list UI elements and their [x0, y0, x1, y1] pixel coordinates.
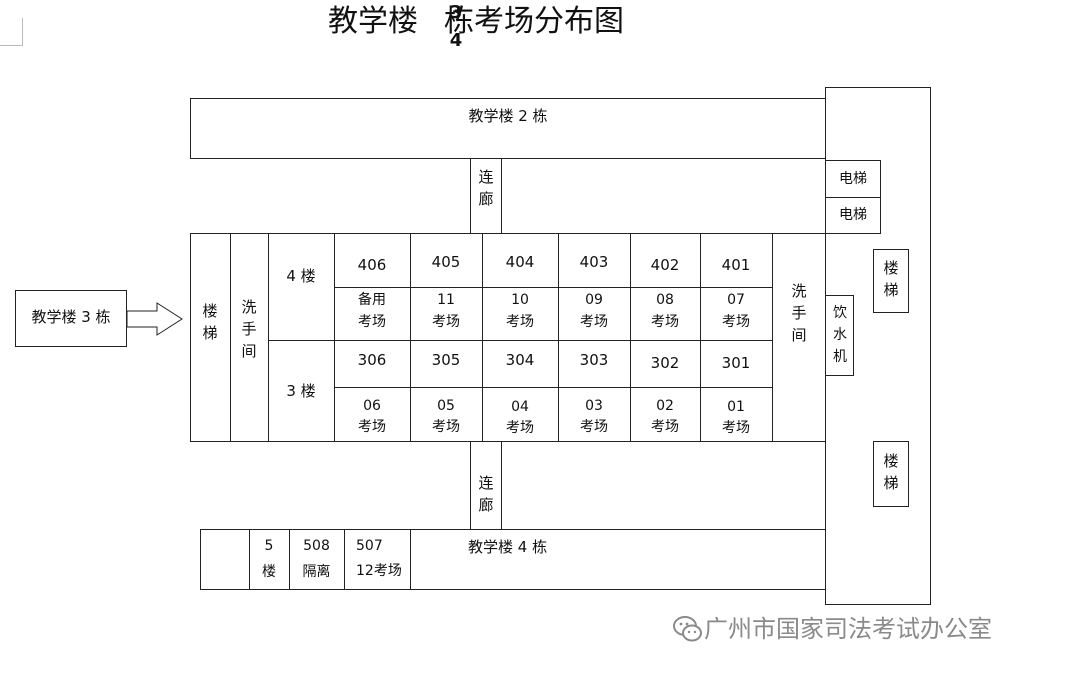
stairs-right-top	[873, 249, 909, 313]
building-2	[190, 98, 826, 159]
stairs-right-bottom-label: 楼梯	[883, 452, 899, 492]
exam-room-line2: 考场	[432, 314, 460, 330]
stairs-right-top-label: 楼梯	[883, 259, 899, 299]
room-number: 405	[431, 253, 461, 271]
title-fraction-numerator: 3	[449, 2, 463, 23]
divider	[334, 387, 772, 388]
stairs-left-label: 楼梯	[202, 302, 218, 342]
divider	[630, 233, 631, 442]
room-number: 508	[303, 538, 330, 554]
corridor-top	[470, 158, 502, 234]
room-number: 305	[431, 351, 461, 369]
room-number: 404	[505, 253, 535, 271]
washroom-right-label: 洗手间	[791, 282, 807, 344]
exam-room-line2: 考场	[580, 419, 608, 435]
divider	[700, 233, 701, 442]
exam-room-line1: 11	[437, 292, 455, 308]
page-corner-mark	[22, 18, 23, 46]
room-number: 507	[356, 538, 383, 554]
elevator-label-1: 电梯	[839, 171, 867, 187]
exam-room-line1: 03	[585, 398, 603, 414]
wechat-logo-icon	[673, 616, 702, 642]
exam-room-line1: 06	[363, 398, 381, 414]
exam-room-line2: 考场	[580, 314, 608, 330]
divider	[344, 529, 345, 590]
elevator-box-2	[825, 197, 881, 234]
divider	[410, 529, 411, 590]
title-prefix: 教学楼	[328, 4, 418, 39]
exam-room-label: 12考场	[356, 563, 402, 579]
isolation-room-label: 隔离	[302, 564, 331, 580]
room-number: 306	[357, 351, 387, 369]
corridor-top-label: 连廊	[478, 168, 494, 208]
page-corner-mark	[0, 45, 22, 46]
divider	[289, 529, 290, 590]
exam-room-line1: 09	[585, 292, 603, 308]
exam-room-line1: 10	[511, 292, 529, 308]
divider	[334, 287, 772, 288]
exam-room-line2: 考场	[358, 419, 386, 435]
stairs-right-bottom	[873, 441, 909, 507]
exam-room-line1: 08	[656, 292, 674, 308]
exam-room-line2: 考场	[651, 314, 679, 330]
room-number: 302	[650, 354, 680, 372]
room-number: 402	[650, 256, 680, 274]
divider	[268, 233, 269, 442]
building-4	[200, 529, 826, 590]
exam-room-line1: 05	[437, 398, 455, 414]
divider	[230, 233, 231, 442]
room-number: 401	[721, 256, 751, 274]
exam-room-line2: 考场	[722, 314, 750, 330]
building-2-label: 教学楼 2 栋	[468, 107, 548, 125]
divider	[558, 233, 559, 442]
washroom-left-label: 洗手间	[241, 298, 257, 360]
exam-room-line2: 考场	[432, 419, 460, 435]
elevator-label-2: 电梯	[839, 207, 867, 223]
corridor-bottom-label: 连廊	[478, 474, 494, 514]
divider	[249, 529, 250, 590]
entry-arrow-icon	[126, 302, 183, 336]
exam-room-line1: 备用	[358, 292, 386, 308]
title-fraction-denominator: 4	[449, 30, 463, 51]
divider	[334, 233, 335, 442]
room-number: 406	[357, 256, 387, 274]
watermark-text: 广州市国家司法考试办公室	[704, 615, 992, 643]
divider	[268, 340, 772, 341]
title-suffix: 栋考场分布图	[444, 4, 624, 39]
page-title: 教学楼栋考场分布图	[328, 0, 624, 48]
exam-room-line1: 02	[656, 398, 674, 414]
exam-room-line1: 04	[511, 399, 529, 415]
exam-room-line2: 考场	[722, 420, 750, 436]
exam-room-line2: 考场	[358, 314, 386, 330]
exam-room-line1: 07	[727, 292, 745, 308]
building-4-label: 教学楼 4 栋	[468, 538, 548, 556]
divider	[482, 233, 483, 442]
room-number: 301	[721, 354, 751, 372]
floor-3-label: 3 楼	[286, 382, 316, 400]
floor-5-label: 楼	[262, 564, 276, 580]
building-3-label: 教学楼 3 栋	[31, 308, 111, 326]
room-number: 403	[579, 253, 609, 271]
divider	[410, 233, 411, 442]
room-number: 303	[579, 351, 609, 369]
floor-5-number: 5	[264, 538, 274, 554]
exam-room-line2: 考场	[506, 314, 534, 330]
floor-4-label: 4 楼	[286, 267, 316, 285]
exam-room-line2: 考场	[651, 419, 679, 435]
exam-room-line1: 01	[727, 399, 745, 415]
room-number: 304	[505, 351, 535, 369]
exam-room-line2: 考场	[506, 420, 534, 436]
building-3-entry	[15, 290, 127, 347]
water-dispenser-label: 饮水机	[833, 305, 847, 365]
divider	[772, 233, 773, 442]
building-3	[190, 233, 826, 442]
